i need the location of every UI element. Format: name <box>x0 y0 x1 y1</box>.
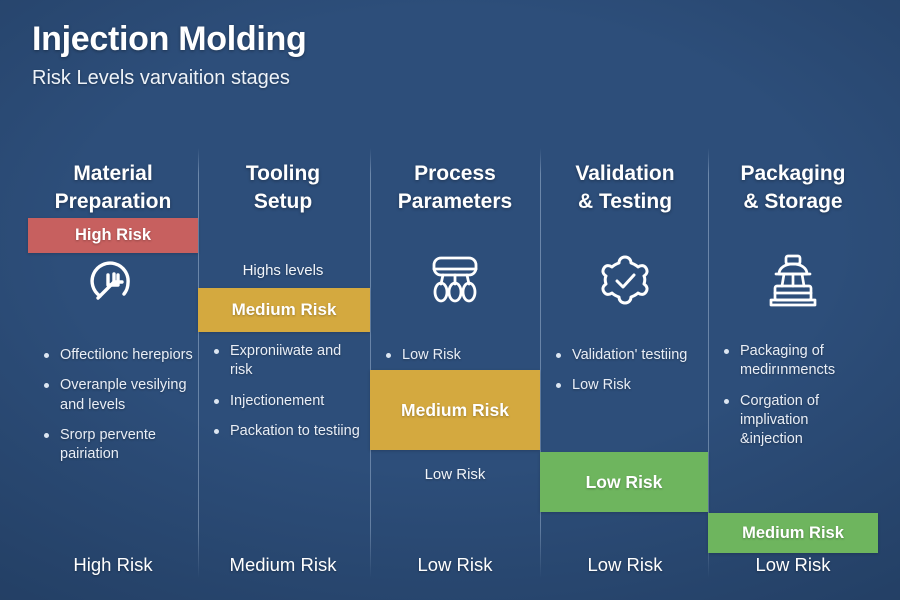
column-divider-2 <box>370 148 371 578</box>
page-subtitle: Risk Levels varvaition stages <box>32 66 290 89</box>
column-divider-4 <box>708 148 709 578</box>
page-title: Injection Molding <box>32 20 307 58</box>
column-header-line1: Validation <box>575 162 675 185</box>
list-item: Corgation of implivation &injection <box>720 392 874 450</box>
status-badge-label: Low Risk <box>585 471 663 492</box>
list-item: Offectilonc herepiors <box>40 346 194 365</box>
column-header-tooling-setup: Tooling Setup <box>198 160 368 215</box>
column-header-line2: Parameters <box>397 189 513 213</box>
header-block: Injection Molding Risk Levels varvaition… <box>32 20 307 90</box>
gauge-arrow-icon <box>28 252 198 310</box>
column-header-process-parameters: Process Parameters <box>370 160 540 215</box>
bullet-list-validation-testing: Validation' testiing Low Risk <box>552 346 706 407</box>
status-badge-label: High Risk <box>74 226 152 244</box>
status-badge-label: Medium Risk <box>401 399 509 420</box>
list-item: Overanple vesilying and levels <box>40 376 194 415</box>
column-header-packaging-storage: Packaging & Storage <box>708 160 878 215</box>
column-header-validation-testing: Validation & Testing <box>540 160 710 215</box>
status-badge-label: Medium Risk <box>742 523 844 542</box>
status-badge-medium-risk-tooling-setup[interactable]: Medium Risk <box>198 288 370 332</box>
list-item: Injectionement <box>210 392 364 411</box>
column-header-line1: Tooling <box>245 162 321 185</box>
column-header-line2: & Testing <box>577 189 673 213</box>
column-header-line1: Packaging <box>740 162 846 185</box>
list-item: Packaging of medirınmencts <box>720 342 874 381</box>
stacked-crates-icon <box>708 252 878 310</box>
column-header-line1: Process <box>414 162 496 185</box>
status-badge-label: Medium Risk <box>231 300 337 319</box>
column-divider-1 <box>198 148 199 578</box>
injection-nozzle-icon <box>370 252 540 310</box>
list-item: Low Risk <box>382 346 536 365</box>
list-item: Srorp pervente pairiation <box>40 426 194 465</box>
footer-risk-label-tooling-setup: Medium Risk <box>229 554 337 575</box>
bullet-list-material-preparation: Offectilonc herepiors Overanple vesilyin… <box>40 346 194 475</box>
column-header-line1: Material <box>73 162 153 185</box>
footer-risk-label-process-parameters: Low Risk <box>417 554 493 575</box>
list-item: Exproniiwate and risk <box>210 342 364 381</box>
stage-column-process-parameters[interactable]: Process Parameters Low Risk Low Ri <box>370 148 540 588</box>
stage-column-material-preparation[interactable]: Material Preparation Offectilonc herepio… <box>28 148 198 588</box>
plain-risk-label-process-parameters: Low Risk <box>424 466 486 483</box>
column-divider-3 <box>540 148 541 578</box>
status-badge-low-risk-validation-testing[interactable]: Low Risk <box>540 452 708 512</box>
stage-column-tooling-setup[interactable]: Tooling Setup Highs levels Exproniiwate … <box>198 148 368 588</box>
column-header-line2: & Storage <box>743 189 843 213</box>
footer-risk-label-packaging-storage: Low Risk <box>755 554 831 575</box>
gear-check-icon <box>540 252 710 310</box>
column-header-material-preparation: Material Preparation <box>28 160 198 215</box>
status-badge-medium-risk-process-parameters[interactable]: Medium Risk <box>370 370 540 450</box>
column-header-line2: Preparation <box>54 189 172 213</box>
footer-risk-label-material-preparation: High Risk <box>73 554 153 575</box>
bullet-list-tooling-setup: Exproniiwate and risk Injectionement Pac… <box>210 342 364 452</box>
list-item: Packation to testiing <box>210 422 364 441</box>
status-badge-medium-risk-packaging-storage[interactable]: Medium Risk <box>708 513 878 553</box>
bullet-list-process-parameters: Low Risk <box>382 346 536 376</box>
footer-risk-label-validation-testing: Low Risk <box>587 554 663 575</box>
status-badge-high-risk-material-preparation[interactable]: High Risk <box>28 218 198 253</box>
stage-column-packaging-storage[interactable]: Packaging & Storage Packaging of medirın… <box>708 148 878 588</box>
stage-column-validation-testing[interactable]: Validation & Testing Validation' testiin… <box>540 148 710 588</box>
bullet-list-packaging-storage: Packaging of medirınmencts Corgation of … <box>720 342 874 460</box>
column-header-line2: Setup <box>253 189 313 213</box>
list-item: Low Risk <box>552 376 706 395</box>
list-item: Validation' testiing <box>552 346 706 365</box>
plain-risk-label-tooling-setup: Highs levels <box>242 262 324 279</box>
